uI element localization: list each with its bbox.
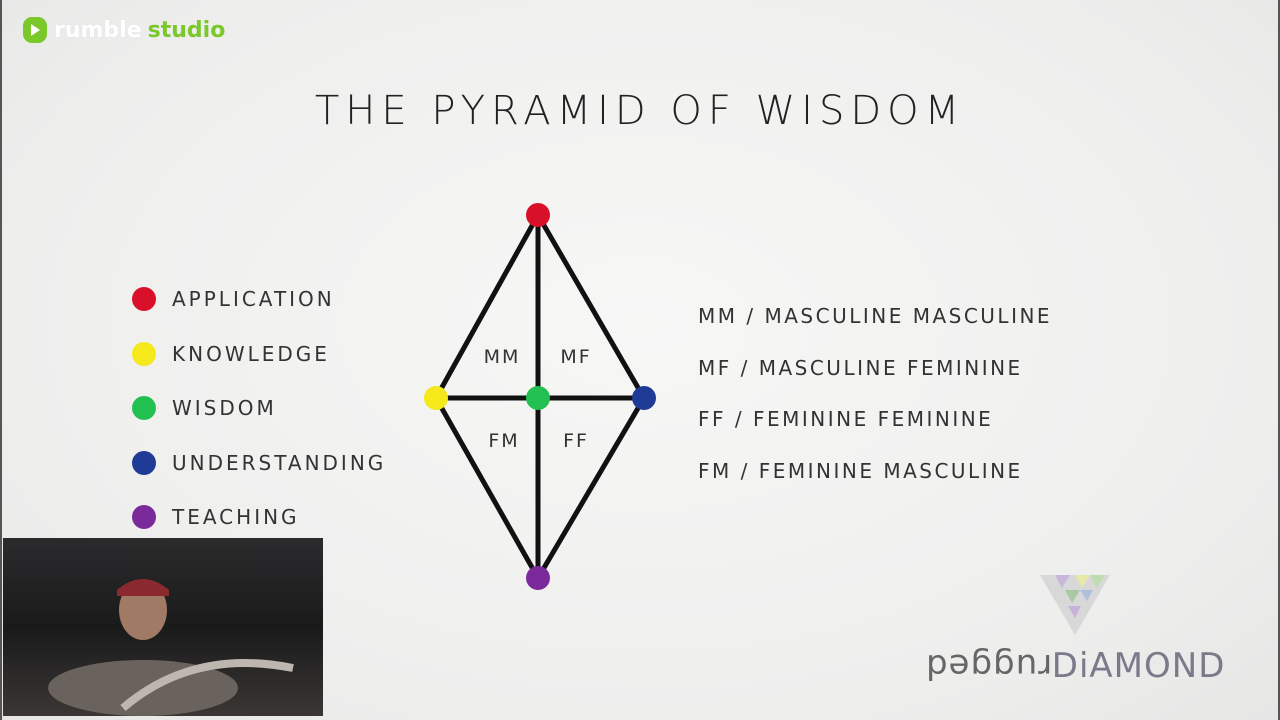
legend-label: WISDOM <box>172 396 277 421</box>
logo-word-diamond: DiAMOND <box>1051 646 1226 686</box>
red-dot-icon <box>132 287 156 312</box>
yellow-dot-icon <box>132 341 156 366</box>
legend-label: APPLICATION <box>172 287 335 312</box>
purple-dot-icon <box>132 505 156 530</box>
definitions-list: MM / MASCULINE MASCULINE MF / MASCULINE … <box>698 304 1052 510</box>
definition-ff: FF / FEMININE FEMININE <box>698 407 994 431</box>
play-icon <box>23 17 47 43</box>
definition-fm: FM / FEMININE MASCULINE <box>698 458 1023 483</box>
application-node <box>526 203 550 227</box>
brand-word-studio: studio <box>147 17 226 43</box>
legend-label: UNDERSTANDING <box>172 450 387 475</box>
legend: APPLICATION KNOWLEDGE WISDOM UNDERSTANDI… <box>132 272 386 545</box>
webcam-overlay <box>3 538 323 716</box>
teaching-node <box>526 566 550 590</box>
quadrant-ff: FF <box>563 430 589 452</box>
legend-item-application: APPLICATION <box>132 272 386 327</box>
slide-title: THE PYRAMID OF WISDOM <box>314 88 966 134</box>
legend-item-teaching: TEACHING <box>132 490 386 545</box>
definition-mf: MF / MASCULINE FEMININE <box>698 355 1023 380</box>
quadrant-mm: MM <box>484 346 521 368</box>
knowledge-node <box>424 386 448 410</box>
quadrant-fm: FM <box>488 430 519 452</box>
blue-dot-icon <box>132 450 156 475</box>
legend-item-wisdom: WISDOM <box>132 381 386 436</box>
green-dot-icon <box>132 396 156 421</box>
definition-mm: MM / MASCULINE MASCULINE <box>698 304 1053 328</box>
brand-word-rumble: rumble <box>54 17 142 43</box>
rugged-diamond-logo: ruggedDiAMOND <box>915 570 1235 686</box>
legend-label: TEACHING <box>172 505 300 530</box>
quadrant-mf: MF <box>560 346 591 368</box>
legend-item-knowledge: KNOWLEDGE <box>132 327 386 382</box>
wisdom-node <box>526 386 550 410</box>
logo-word-rugged: rugged <box>924 646 1052 686</box>
legend-item-understanding: UNDERSTANDING <box>132 436 386 491</box>
legend-label: KNOWLEDGE <box>172 341 330 366</box>
presenter-video <box>48 579 294 716</box>
diamond-logo-icon <box>1040 575 1110 635</box>
understanding-node <box>632 386 656 410</box>
